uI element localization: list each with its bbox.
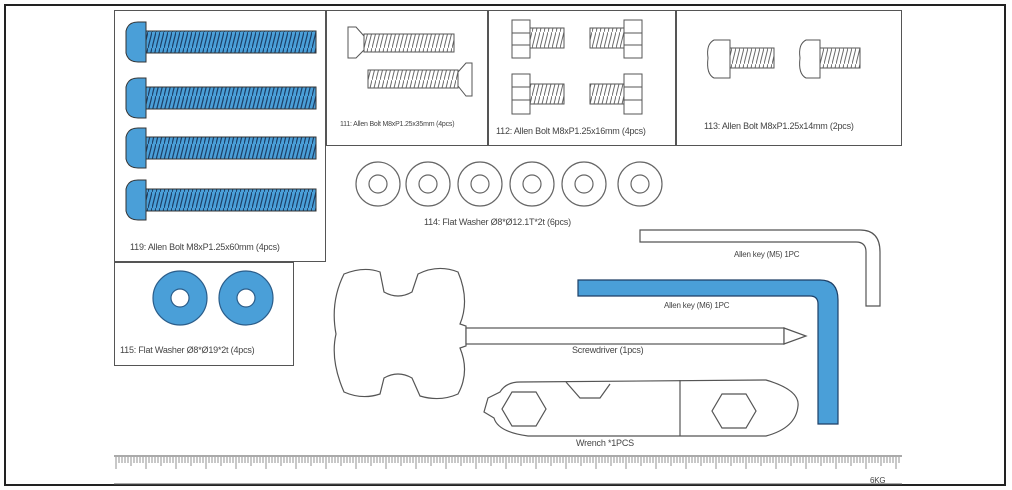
bolt-m8x60-2 — [125, 77, 317, 119]
screwdriver — [333, 267, 808, 400]
caption-bolt-m8x14: 113: Allen Bolt M8xP1.25x14mm (2pcs) — [704, 121, 854, 131]
washers-8x12 — [355, 161, 663, 207]
bolt-m8x16-3 — [511, 73, 565, 115]
sheet-border — [4, 4, 1006, 486]
caption-wrench: Wrench *1PCS — [576, 438, 634, 448]
bolt-m8x16-2 — [589, 19, 643, 59]
caption-washer-8x12: 114: Flat Washer Ø8*Ø12.1T*2t (6pcs) — [424, 217, 571, 227]
bolt-countersunk-2 — [367, 62, 473, 97]
caption-allen-key-small: Allen key (M5) 1PC — [734, 250, 800, 259]
bolt-m8x60-3 — [125, 127, 317, 169]
caption-washer-8x19: 115: Flat Washer Ø8*Ø19*2t (4pcs) — [120, 345, 255, 355]
bolt-m8x14-2 — [799, 39, 861, 79]
caption-bolt-m8x16: 112: Allen Bolt M8xP1.25x16mm (4pcs) — [496, 126, 646, 136]
caption-allen-key-large: Allen key (M6) 1PC — [664, 301, 730, 310]
bolt-m8x60-1 — [125, 21, 317, 63]
wrench — [483, 379, 799, 437]
bolt-countersunk-1 — [347, 26, 455, 59]
bolt-m8x60-4 — [125, 179, 317, 221]
allen-key-large — [577, 279, 839, 425]
washers-8x19 — [152, 270, 274, 326]
bolt-m8x14-1 — [707, 39, 775, 79]
caption-bolt-countersunk: 111: Allen Bolt M8xP1.25x35mm (4pcs) — [340, 121, 455, 128]
bolt-m8x16-4 — [589, 73, 643, 115]
allen-key-small — [639, 229, 881, 307]
caption-bolt-m8x60: 119: Allen Bolt M8xP1.25x60mm (4pcs) — [130, 242, 280, 252]
caption-screwdriver: Screwdriver (1pcs) — [572, 345, 644, 355]
ruler — [114, 455, 902, 485]
bolt-m8x16-1 — [511, 19, 565, 59]
ruler-end-label: 6KG — [870, 476, 886, 485]
